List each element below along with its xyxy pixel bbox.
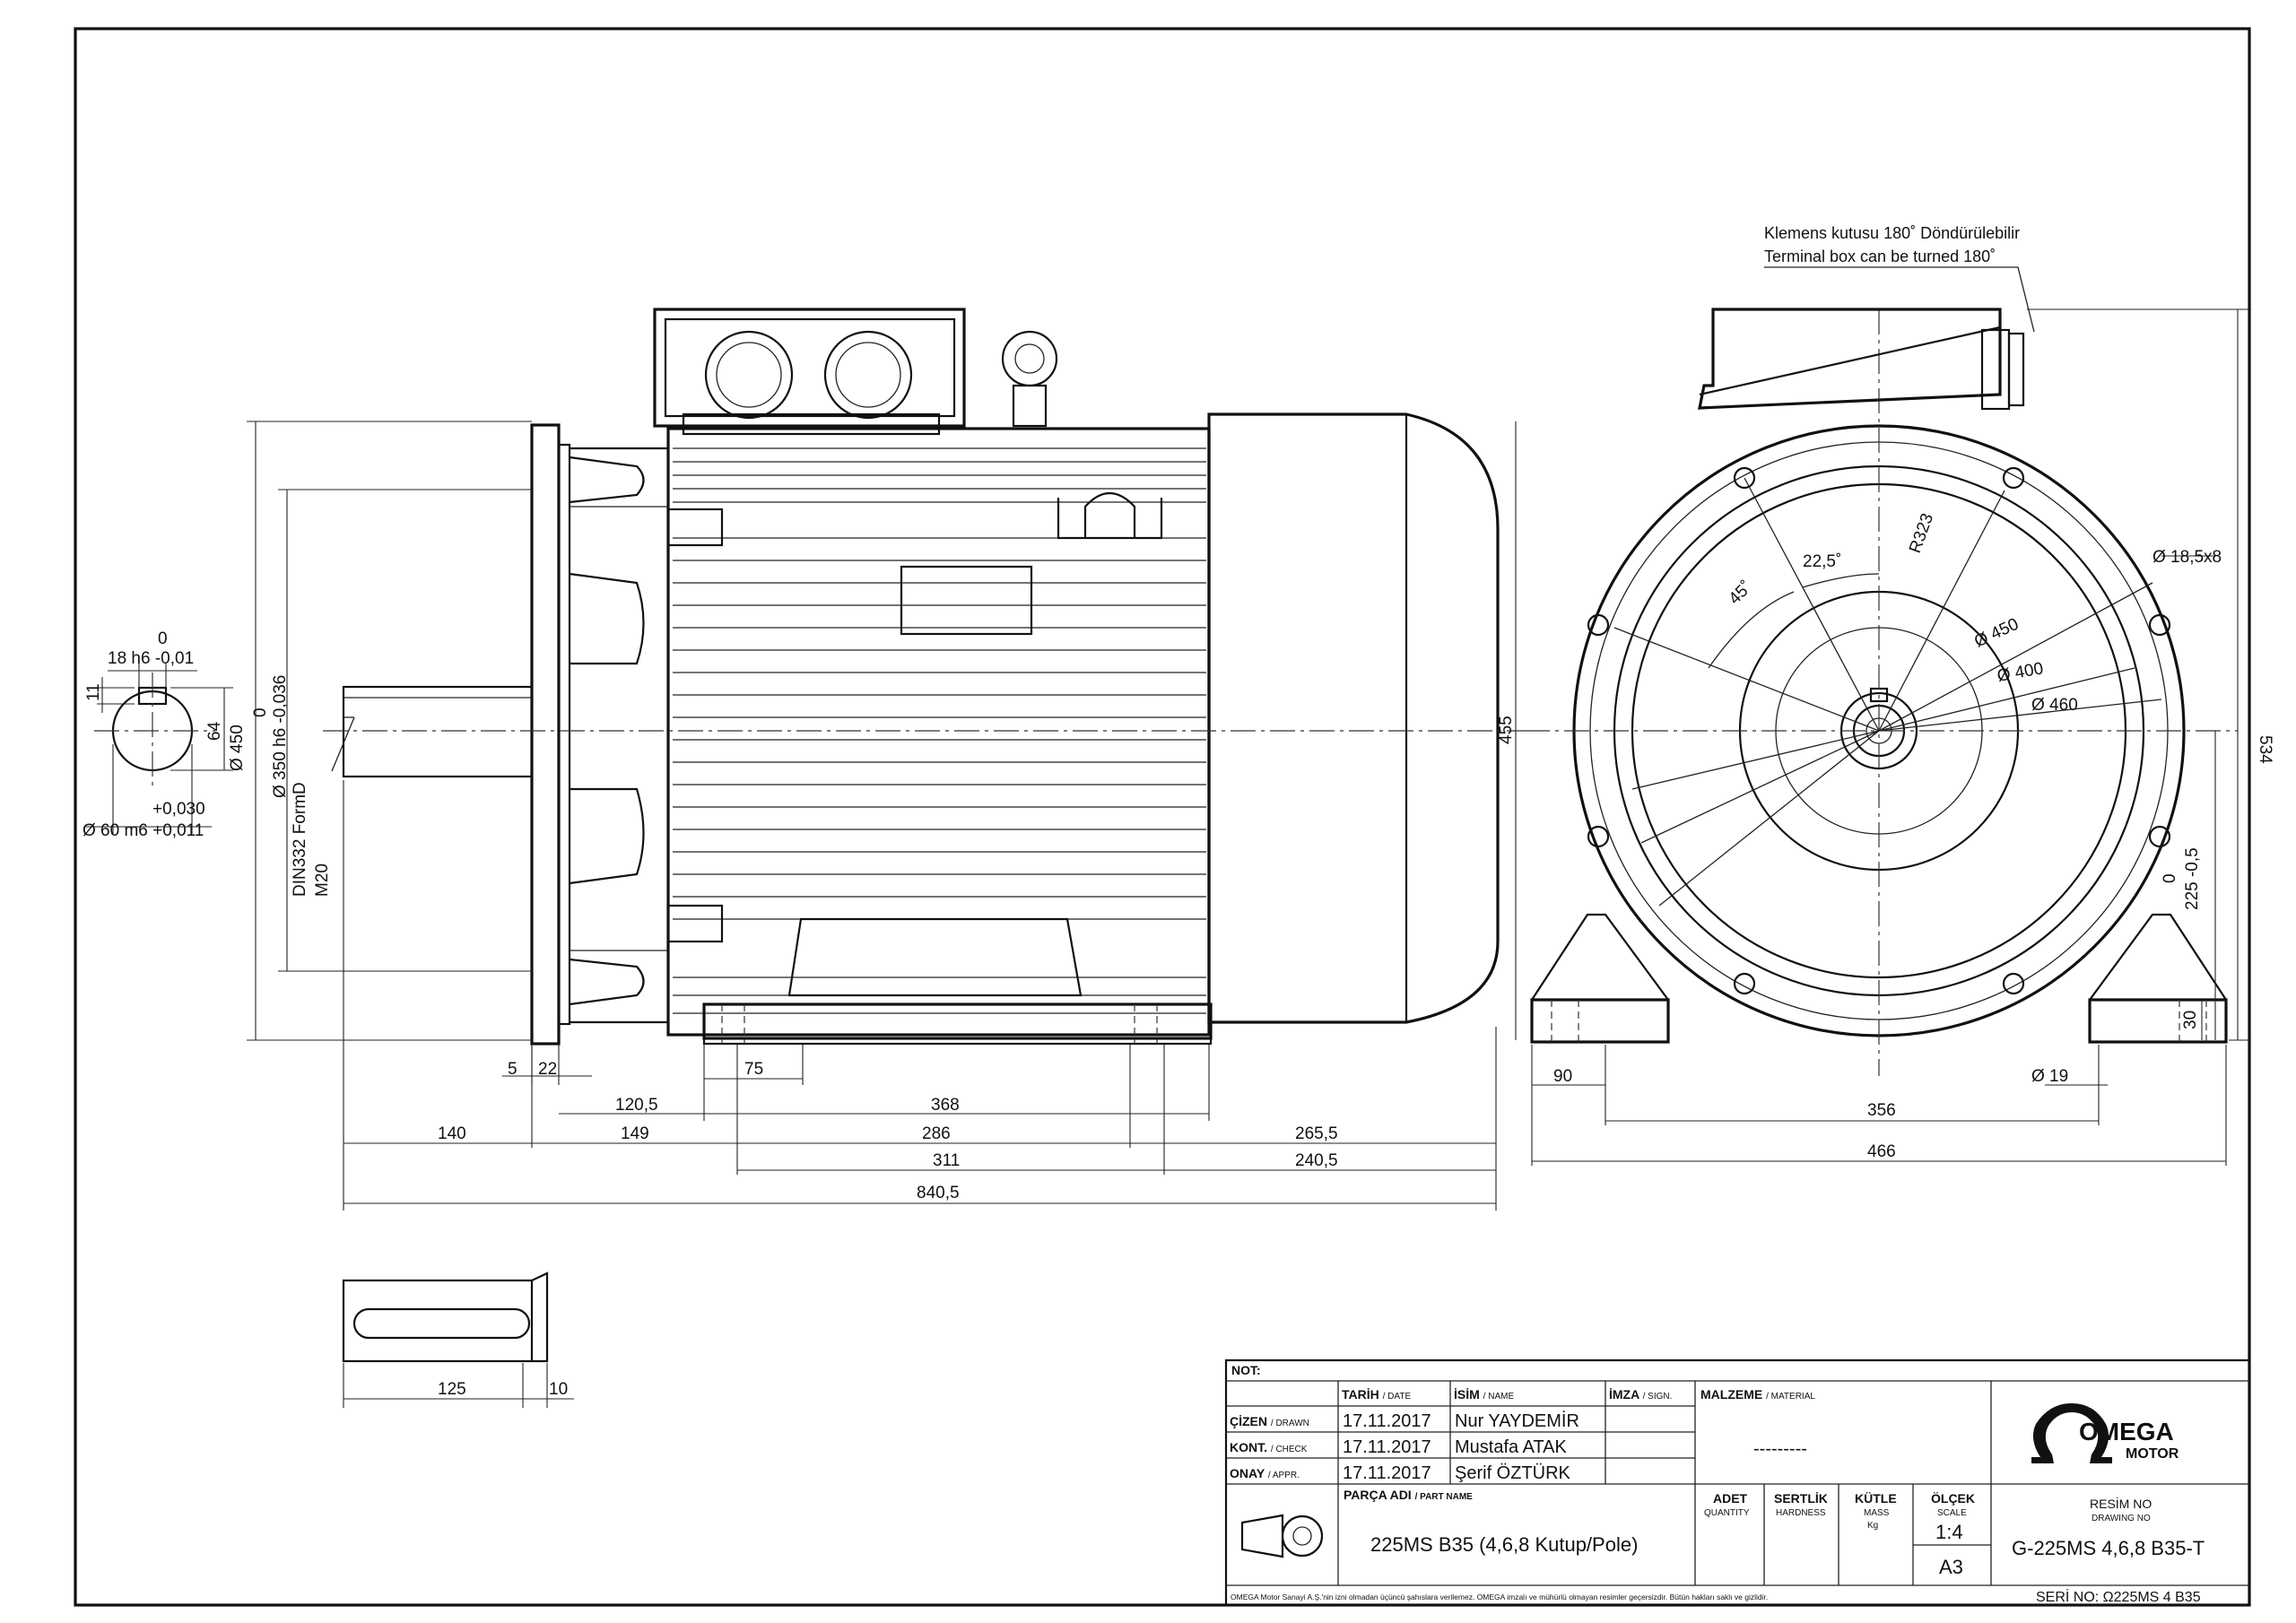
shaft-cross-section: 0 18 h6 -0,01 11 64 +0,030 Ø 60 m6 +0,01… — [83, 629, 233, 840]
dim-spigot: Ø 350 h6 -0,036 — [271, 675, 290, 798]
dim-75: 75 — [744, 1060, 763, 1079]
tb-qty: ADET — [1713, 1491, 1748, 1506]
tb-row0-name: Nur YAYDEMİR — [1455, 1410, 1579, 1431]
tb-row2-date: 17.11.2017 — [1343, 1463, 1431, 1483]
omega-logo: OMEGA MOTOR — [2031, 1403, 2179, 1463]
dim-spigot-top: 0 — [251, 707, 270, 717]
tb-material-hdr: MALZEME / MATERIAL — [1700, 1387, 1815, 1402]
logo-text: OMEGA — [2079, 1418, 2174, 1445]
tb-drawing-no-hdr: RESİM NO — [2090, 1496, 2152, 1511]
dim-shaft-h-top: 0 — [2161, 873, 2179, 883]
shaft-height: 64 — [205, 721, 224, 741]
tb-row1-name: Mustafa ATAK — [1455, 1437, 1568, 1457]
tb-footer: OMEGA Motor Sanayi A.Ş.'nin izni olmadan… — [1231, 1593, 1768, 1601]
title-block: NOT: TARİH / DATE İSİM / NAME İMZA / SIG… — [1224, 1358, 2251, 1607]
note-line-2: Terminal box can be turned 180˚ — [1764, 247, 1996, 265]
part-profile-icon — [1240, 1514, 1284, 1558]
dim-10: 10 — [549, 1380, 568, 1399]
dim-r323: R323 — [1906, 511, 1937, 556]
dim-534: 534 — [2256, 735, 2274, 764]
dim-265-5: 265,5 — [1295, 1124, 1338, 1143]
tb-scale-val: 1:4 — [1935, 1521, 1963, 1543]
tb-row0-date: 17.11.2017 — [1343, 1411, 1431, 1431]
dim-thread: M20 — [313, 864, 332, 897]
dim-240-5: 240,5 — [1295, 1151, 1338, 1170]
tb-row0-label: ÇİZEN / DRAWN — [1230, 1414, 1309, 1428]
dim-149: 149 — [621, 1124, 649, 1143]
tb-mass: KÜTLE — [1855, 1491, 1897, 1506]
dim-centre-hole: DIN332 FormD — [291, 782, 309, 897]
tb-date-hdr: TARİH / DATE — [1342, 1387, 1411, 1402]
tb-drawing-no-hdr-en: DRAWING NO — [2092, 1514, 2151, 1523]
tb-part-hdr: PARÇA ADI / PART NAME — [1344, 1488, 1473, 1502]
dim-120-5: 120,5 — [615, 1096, 658, 1115]
dim-22: 22 — [538, 1060, 557, 1079]
tb-hardness-en: HARDNESS — [1776, 1508, 1826, 1518]
tb-name-hdr: İSİM / NAME — [1454, 1387, 1514, 1402]
dim-angle-45: 45˚ — [1726, 577, 1756, 608]
dim-286: 286 — [922, 1124, 951, 1143]
tb-row2-label: ONAY / APPR. — [1230, 1466, 1300, 1480]
dim-d450-end: Ø 450 — [1971, 615, 2022, 652]
tb-not: NOT: — [1231, 1363, 1261, 1377]
tb-part-name: 225MS B35 (4,6,8 Kutup/Pole) — [1370, 1533, 1638, 1556]
note-line-1: Klemens kutusu 180˚ Döndürülebilir — [1764, 224, 2020, 242]
tb-row2-name: Şerif ÖZTÜRK — [1455, 1463, 1571, 1483]
tb-scale: ÖLÇEK — [1931, 1491, 1975, 1506]
dim-466: 466 — [1867, 1142, 1896, 1161]
tb-serial: SERİ NO: Ω225MS 4 B35 — [2036, 1588, 2201, 1605]
tb-mass-unit: Kg — [1867, 1521, 1878, 1531]
dim-368: 368 — [931, 1096, 960, 1115]
dim-5: 5 — [508, 1060, 517, 1079]
tb-scale-en: SCALE — [1937, 1508, 1967, 1518]
dim-125: 125 — [438, 1380, 466, 1399]
key-width: 18 h6 -0,01 — [108, 649, 194, 668]
motor-side-view — [323, 308, 1525, 1046]
key-depth: 11 — [84, 683, 103, 701]
tb-qty-en: QUANTITY — [1704, 1508, 1750, 1518]
shaft-tol-upper: +0,030 — [152, 800, 205, 819]
dim-140: 140 — [438, 1124, 466, 1143]
tb-sign-hdr: İMZA / SIGN. — [1609, 1387, 1672, 1402]
dim-356: 356 — [1867, 1101, 1896, 1120]
end-view-dimensions: R323 22,5˚ 45˚ Ø 18,5x8 Ø 450 Ø 400 Ø 46… — [1531, 308, 2274, 1166]
shaft-diameter: Ø 60 m6 +0,011 — [83, 821, 204, 840]
tb-mass-en: MASS — [1864, 1508, 1890, 1518]
logo-sub: MOTOR — [2126, 1446, 2179, 1462]
dim-840-5: 840,5 — [917, 1184, 960, 1202]
tb-row1-date: 17.11.2017 — [1343, 1437, 1431, 1457]
dim-90: 90 — [1553, 1067, 1572, 1086]
motor-end-view — [1525, 308, 2238, 1076]
dim-455: 455 — [1497, 716, 1516, 744]
tb-sheet: A3 — [1939, 1556, 1963, 1578]
side-view-dimensions: Ø 450 0 Ø 350 h6 -0,036 DIN332 FormD M20… — [228, 421, 1517, 1211]
tb-drawing-no: G-225MS 4,6,8 B35-T — [2012, 1537, 2205, 1559]
dim-holes: Ø 18,5x8 — [2152, 548, 2222, 567]
dim-shaft-h: 225 -0,5 — [2183, 847, 2202, 910]
dim-d19: Ø 19 — [2031, 1067, 2068, 1086]
dim-d460: Ø 460 — [2031, 696, 2078, 715]
dim-d450-flange: Ø 450 — [228, 725, 247, 771]
dim-30: 30 — [2181, 1011, 2200, 1029]
shaft-key-view: 125 10 — [342, 1271, 574, 1408]
tb-material-val: --------- — [1753, 1439, 1807, 1459]
drawing-frame — [74, 27, 2251, 1607]
dim-angle-22-5: 22,5˚ — [1803, 552, 1841, 571]
dim-311: 311 — [933, 1151, 960, 1170]
key-top-tol: 0 — [158, 629, 168, 648]
tb-hardness: SERTLİK — [1774, 1491, 1828, 1506]
tb-row1-label: KONT. / CHECK — [1230, 1440, 1308, 1454]
